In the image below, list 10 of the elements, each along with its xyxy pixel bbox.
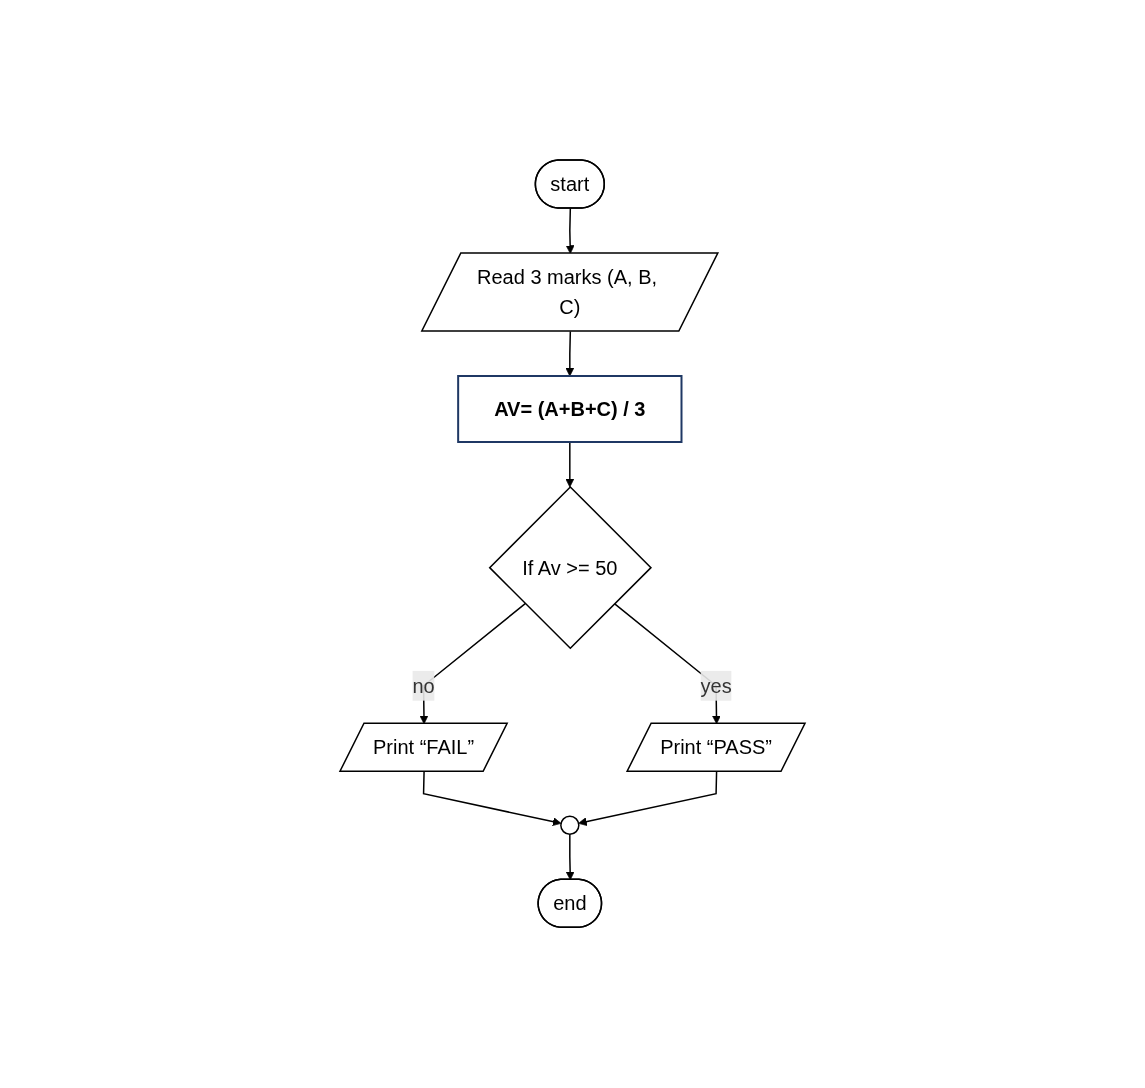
arrow <box>565 331 575 377</box>
node-diamond: If Av >= 50 <box>488 486 652 650</box>
edge-label: no <box>412 675 435 698</box>
node-circle <box>560 815 580 836</box>
arrow <box>565 833 575 881</box>
arrow <box>565 441 575 488</box>
arrow <box>578 771 718 827</box>
node-box: AV= (A+B+C) / 3 <box>457 375 683 444</box>
edge-label: yes <box>700 675 732 698</box>
arrow <box>422 771 562 827</box>
